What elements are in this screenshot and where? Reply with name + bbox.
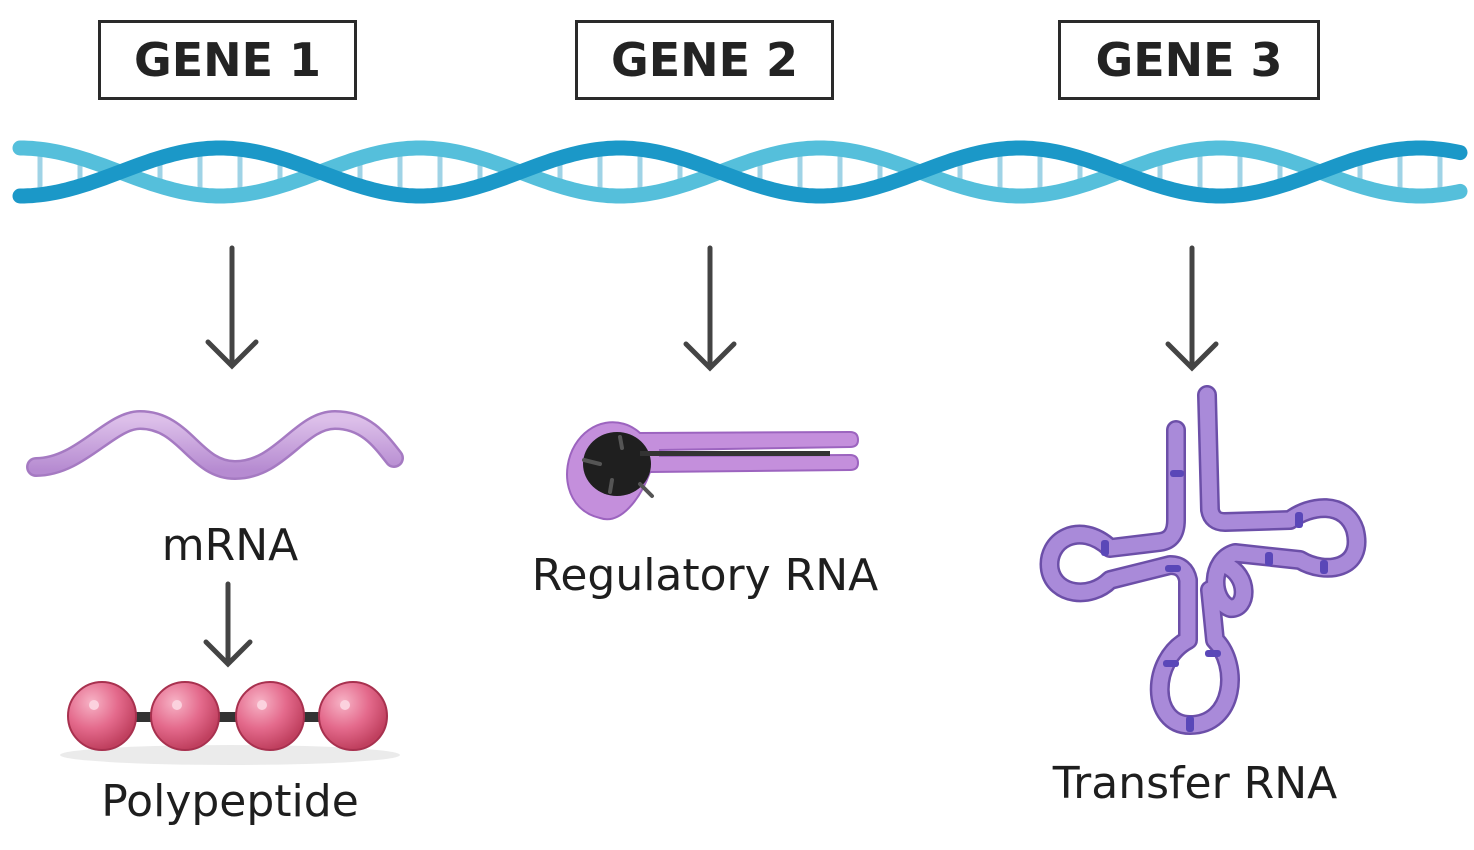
polypeptide-chain bbox=[60, 681, 400, 765]
mrna-strand bbox=[26, 409, 404, 481]
arrow-mrna-to-polypeptide bbox=[203, 581, 253, 668]
amino-acid-bead bbox=[318, 681, 388, 751]
dna-strand-dark bbox=[12, 140, 1468, 204]
amino-acid-bead bbox=[150, 681, 220, 751]
arrow-gene1-to-mrna bbox=[205, 245, 259, 370]
regulatory-rna-hairpin bbox=[566, 421, 860, 521]
transfer-rna-label: Transfer RNA bbox=[1052, 758, 1338, 809]
amino-acid-bead bbox=[67, 681, 137, 751]
dna-strand-light bbox=[12, 140, 1468, 204]
regulatory-rna-label: Regulatory RNA bbox=[531, 550, 879, 601]
mrna-label: mRNA bbox=[161, 520, 299, 571]
arrow-gene3-to-transfer-rna bbox=[1165, 245, 1219, 372]
gene-3-label-box: GENE 3 bbox=[1058, 20, 1320, 100]
dna-helix bbox=[12, 140, 1468, 204]
gene-3-label: GENE 3 bbox=[1095, 33, 1283, 87]
gene-2-label: GENE 2 bbox=[610, 33, 799, 87]
amino-acid-bead bbox=[235, 681, 305, 751]
arrow-gene2-to-regulatory-rna bbox=[683, 245, 737, 372]
transfer-rna-cloverleaf bbox=[1039, 385, 1367, 735]
gene-2-label-box: GENE 2 bbox=[575, 20, 834, 100]
polypeptide-label: Polypeptide bbox=[101, 776, 359, 827]
gene-1-label: GENE 1 bbox=[133, 33, 322, 87]
gene-1-label-box: GENE 1 bbox=[98, 20, 357, 100]
